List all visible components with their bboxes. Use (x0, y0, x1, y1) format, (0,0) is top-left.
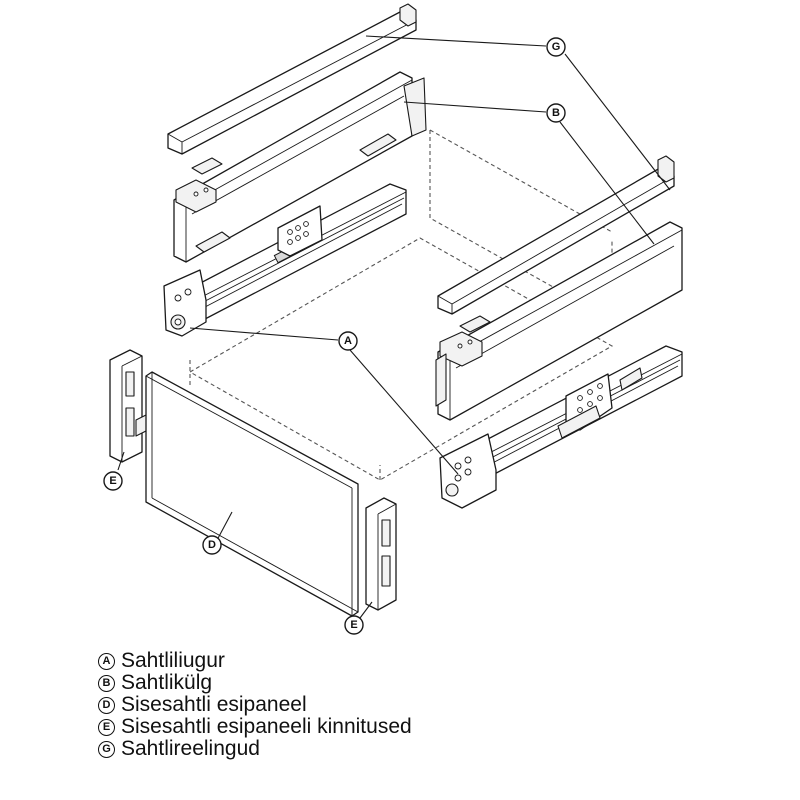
legend-label-g: Sahtlireelingud (121, 737, 260, 760)
drawer-assembly-diagram: G B A E D E (103, 3, 683, 635)
drawer-rail-left (167, 3, 417, 155)
legend-badge-g: G (98, 740, 115, 758)
legend-label-e: Sisesahtli esipaneeli kinnitused (121, 715, 412, 738)
drawer-side-left (173, 71, 427, 263)
drawer-runner-right (439, 345, 683, 509)
callout-a: A (338, 331, 358, 351)
legend-badge-a: A (98, 652, 115, 670)
callout-e-left: E (103, 471, 123, 491)
front-panel-fitting-left (109, 349, 149, 463)
legend-badge-d: D (98, 696, 115, 714)
rail-clip-right (459, 315, 491, 333)
legend-label-d: Sisesahtli esipaneel (121, 693, 307, 716)
leader-lines (117, 35, 671, 619)
legend-badge-e: E (98, 718, 115, 736)
rail-clip-left (191, 157, 223, 175)
svg-text:D: D (208, 539, 216, 551)
legend-item-g: G Sahtlireelingud (98, 738, 412, 760)
legend-item-a: A Sahtliliugur (98, 650, 412, 672)
legend-item-d: D Sisesahtli esipaneel (98, 694, 412, 716)
callout-g: G (546, 37, 566, 57)
callout-d: D (202, 535, 222, 555)
legend-label-b: Sahtlikülg (121, 671, 213, 694)
callout-e-right: E (344, 615, 364, 635)
svg-text:A: A (344, 335, 352, 347)
svg-text:B: B (552, 107, 560, 119)
callout-b: B (546, 103, 566, 123)
front-panel-fitting-right (365, 497, 397, 611)
legend-label-a: Sahtliliugur (121, 649, 225, 672)
legend: A Sahtliliugur B Sahtlikülg D Sisesahtli… (98, 650, 412, 760)
drawer-side-right (435, 221, 683, 421)
svg-text:G: G (552, 41, 561, 53)
svg-text:E: E (109, 475, 116, 487)
legend-item-e: E Sisesahtli esipaneeli kinnitused (98, 716, 412, 738)
legend-item-b: B Sahtlikülg (98, 672, 412, 694)
legend-badge-b: B (98, 674, 115, 692)
svg-text:E: E (350, 619, 357, 631)
drawer-rail-right (437, 155, 675, 315)
drawer-runner-left (163, 183, 407, 337)
front-panel (145, 371, 359, 617)
